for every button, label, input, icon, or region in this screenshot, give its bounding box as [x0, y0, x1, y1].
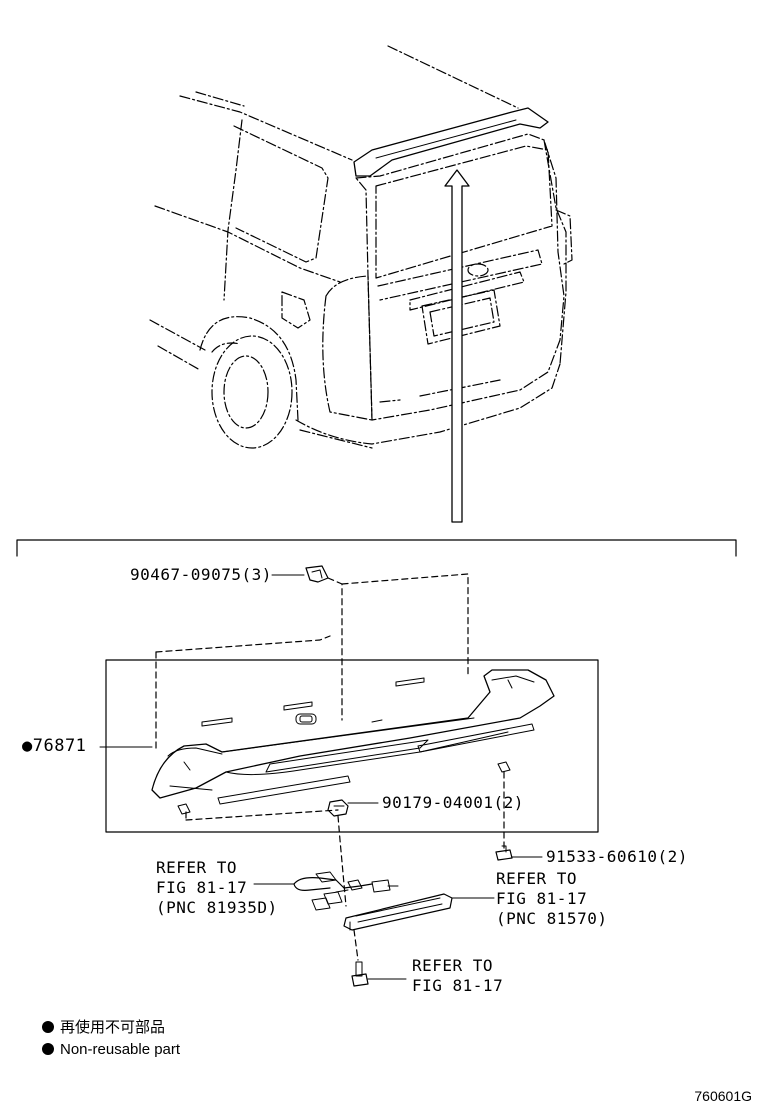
- ref-wire-line2: FIG 81-17: [156, 878, 248, 897]
- spoiler-assembly-illustration: [105, 565, 599, 849]
- clip-part: [305, 565, 329, 583]
- vehicle-rear-illustration: [149, 45, 573, 449]
- wire-harness: [293, 871, 399, 911]
- legend-jp-text: 再使用不可部品: [60, 1019, 166, 1036]
- part-number-screw: 91533-60610(2): [546, 847, 688, 866]
- legend-english: Non-reusable part: [42, 1040, 180, 1060]
- nut-part: [327, 799, 349, 817]
- part-number-nut: 90179-04001(2): [382, 793, 524, 812]
- bullet-icon: [42, 1043, 54, 1055]
- legend-en-text: Non-reusable part: [60, 1041, 181, 1058]
- ref-bolt-line1: REFER TO: [412, 956, 494, 975]
- section-bracket: [16, 539, 737, 557]
- ref-wire-line3: (PNC 81935D): [156, 898, 278, 917]
- ref-lamp-line1: REFER TO: [496, 869, 578, 888]
- bullet-icon: [42, 1021, 54, 1033]
- legend-japanese: 再使用不可部品: [42, 1018, 165, 1038]
- screw-part: [495, 845, 513, 861]
- ref-bolt-line2: FIG 81-17: [412, 976, 504, 995]
- location-arrow: [444, 169, 470, 523]
- stop-lamp: [343, 893, 453, 931]
- part-number-clip: 90467-09075(3): [130, 565, 272, 584]
- ref-lamp-line3: (PNC 81570): [496, 909, 608, 928]
- ref-lamp-line2: FIG 81-17: [496, 889, 588, 908]
- part-number-spoiler: ●76871: [22, 736, 87, 756]
- ref-wire-line1: REFER TO: [156, 858, 238, 877]
- figure-id: 760601G: [694, 1088, 752, 1104]
- bolt-part: [351, 961, 369, 987]
